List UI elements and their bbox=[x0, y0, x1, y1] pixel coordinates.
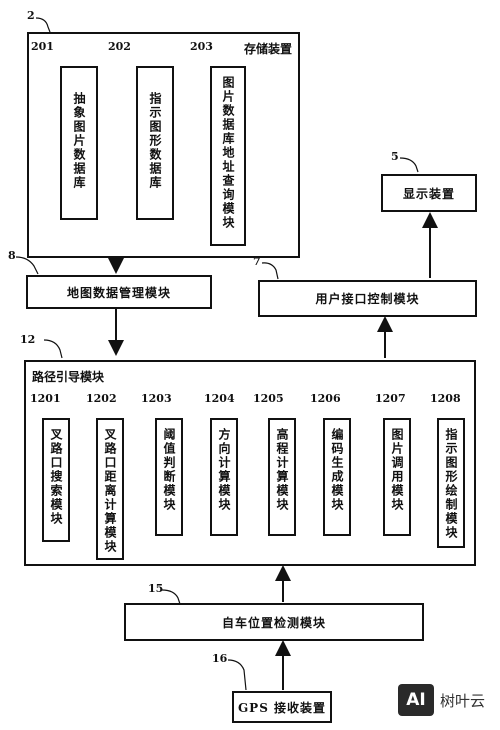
route-item-number: 1203 bbox=[141, 392, 172, 405]
image-db-address-query: 图片数据库地址查询模块 bbox=[210, 66, 246, 246]
gps-receiver: GPS 接收装置 bbox=[232, 691, 332, 723]
elevation-calc-module: 高程计算模块 bbox=[268, 418, 296, 536]
user-interface-control-module: 用户接口控制模块 bbox=[258, 280, 477, 317]
leader-8 bbox=[15, 256, 39, 275]
map-data-management-module: 地图数据管理模块 bbox=[26, 275, 212, 309]
leader-5 bbox=[399, 157, 419, 173]
indicator-graphic-db: 指示图形数据库 bbox=[136, 66, 174, 220]
map-mgr-number: 8 bbox=[8, 249, 16, 262]
code-generation-module: 编码生成模块 bbox=[323, 418, 351, 536]
route-number: 12 bbox=[20, 333, 36, 346]
route-title: 路径引导模块 bbox=[32, 370, 105, 384]
route-item-number: 1206 bbox=[310, 392, 341, 405]
direction-calc-module: 方向计算模块 bbox=[210, 418, 238, 536]
storage-item-number: 202 bbox=[108, 40, 131, 53]
leader-16 bbox=[227, 659, 247, 691]
leader-7 bbox=[261, 262, 279, 280]
vehicle-position-detection-module: 自车位置检测模块 bbox=[124, 603, 424, 641]
route-item-number: 1201 bbox=[30, 392, 61, 405]
junction-distance-module: 叉路口距离计算模块 bbox=[96, 418, 124, 560]
display-device: 显示装置 bbox=[381, 174, 477, 212]
route-item-number: 1207 bbox=[375, 392, 406, 405]
route-item-number: 1208 bbox=[430, 392, 461, 405]
leader-12 bbox=[43, 339, 63, 359]
display-number: 5 bbox=[391, 150, 399, 163]
route-item-number: 1205 bbox=[253, 392, 284, 405]
storage-number: 2 bbox=[27, 9, 35, 22]
route-item-number: 1204 bbox=[204, 392, 235, 405]
watermark-logo-icon: AI bbox=[398, 684, 434, 716]
indicator-drawing-module: 指示图形绘制模块 bbox=[437, 418, 465, 548]
image-call-module: 图片调用模块 bbox=[383, 418, 411, 536]
storage-item-number: 201 bbox=[31, 40, 54, 53]
abstract-image-db: 抽象图片数据库 bbox=[60, 66, 98, 220]
storage-item-number: 203 bbox=[190, 40, 213, 53]
junction-search-module: 叉路口搜索模块 bbox=[42, 418, 70, 542]
storage-title: 存储装置 bbox=[243, 42, 292, 56]
watermark-text: 树叶云 bbox=[440, 692, 486, 710]
leader-2 bbox=[35, 17, 51, 33]
route-item-number: 1202 bbox=[86, 392, 117, 405]
position-number: 15 bbox=[148, 582, 164, 595]
threshold-judge-module: 阈值判断模块 bbox=[155, 418, 183, 536]
gps-number: 16 bbox=[212, 652, 228, 665]
user-if-number: 7 bbox=[253, 255, 261, 268]
leader-15 bbox=[161, 589, 181, 605]
